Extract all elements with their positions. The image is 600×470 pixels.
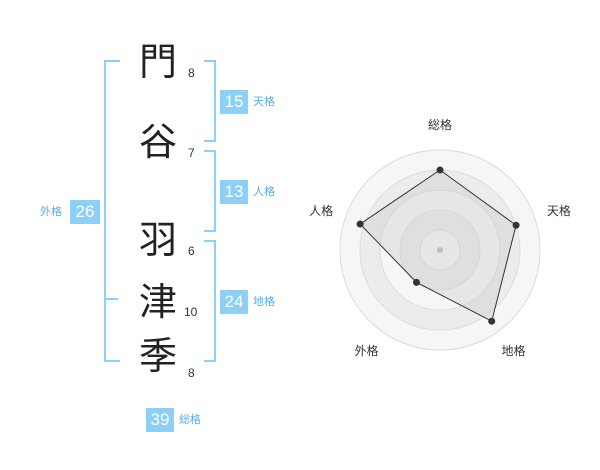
jinkaku-label: 人格 [253, 185, 275, 198]
chikaku-value: 24 [220, 290, 248, 314]
stroke-count-5: 8 [188, 366, 195, 380]
tenkaku-bracket [204, 60, 216, 142]
gaikaku-label: 外格 [40, 205, 62, 218]
name-char-5: 季 [138, 334, 177, 378]
gaikaku-bracket [104, 60, 120, 362]
radar-axis-label-2: 天格 [546, 204, 571, 219]
stroke-count-4: 10 [184, 305, 198, 319]
stroke-count-1: 8 [188, 66, 195, 80]
radar-series-polygon [359, 169, 517, 322]
radar-point-2 [512, 221, 520, 229]
name-char-1: 門 [138, 40, 177, 84]
tenkaku-label: 天格 [253, 95, 275, 108]
gaikaku-bracket-tick [104, 298, 118, 300]
gaikaku-value: 26 [70, 200, 100, 224]
radar-point-4 [412, 278, 420, 286]
tenkaku-value: 15 [220, 90, 248, 114]
radar-axis-label-4: 外格 [354, 344, 379, 359]
name-char-4: 津 [138, 280, 177, 324]
radar-center [437, 247, 443, 253]
radar-axis-label-3: 地格 [501, 344, 526, 359]
stroke-count-3: 6 [188, 244, 195, 258]
name-char-2: 谷 [138, 120, 177, 164]
radar-point-3 [488, 317, 496, 325]
radar-point-5 [356, 220, 364, 228]
soukaku-value: 39 [146, 408, 174, 432]
chikaku-bracket [204, 240, 216, 362]
radar-point-1 [436, 166, 444, 174]
stroke-count-2: 7 [188, 146, 195, 160]
radar-axis-label-5: 人格 [309, 204, 334, 219]
radar-axis-label-1: 総格 [427, 118, 452, 132]
soukaku-label: 総格 [179, 413, 201, 426]
name-char-3: 羽 [138, 218, 177, 262]
jinkaku-value: 13 [220, 180, 248, 204]
jinkaku-bracket [204, 150, 216, 232]
chikaku-label: 地格 [253, 295, 275, 308]
